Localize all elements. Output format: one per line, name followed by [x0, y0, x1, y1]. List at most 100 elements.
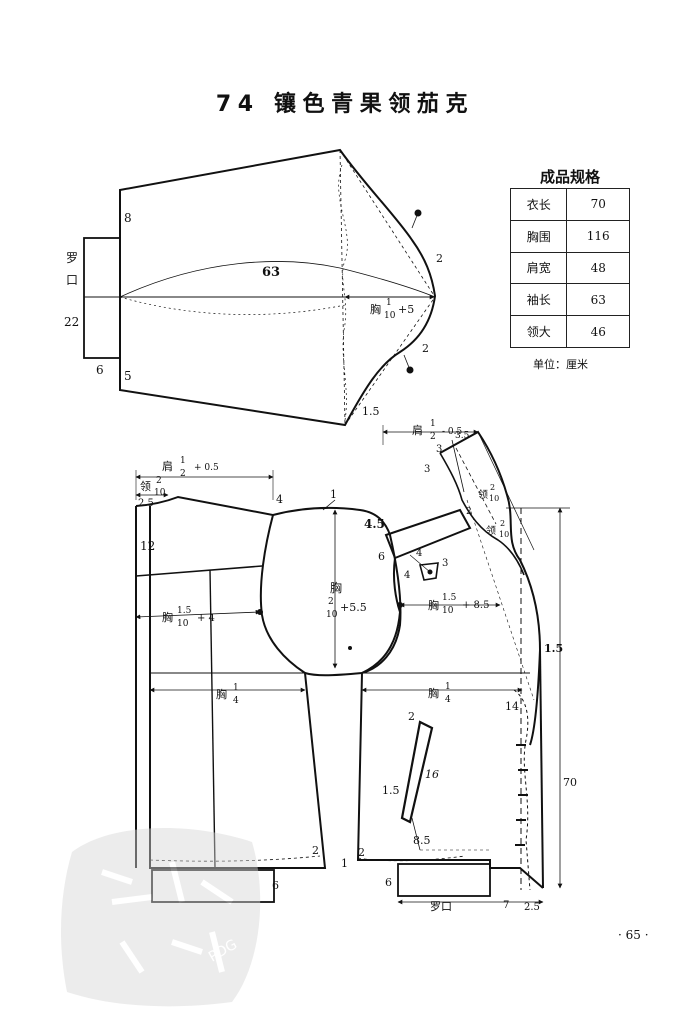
back-shoulder-drop: 4 — [276, 493, 283, 506]
front-quarter-prefix: 胸 — [428, 686, 439, 700]
front-quarter-den: 4 — [445, 695, 451, 705]
sleeve-pattern — [83, 148, 437, 427]
sleeve-cap-num: 1 — [386, 298, 392, 308]
spec-row: 衣长 70 — [509, 188, 630, 221]
spec-unit-note: 单位：厘米 — [533, 358, 588, 371]
spec-row: 袖长 63 — [509, 283, 630, 317]
back-shoulder-num: 1 — [180, 456, 186, 466]
front-neck-depth-num: 2 — [500, 519, 505, 528]
front-neck-width-den: 10 — [489, 494, 499, 503]
page-title: 74 镶色青果领茄克 — [215, 92, 475, 117]
front-neck-width-prefix: 领 — [478, 488, 488, 501]
pocket-length: 16 — [425, 768, 439, 781]
front-neck-width-num: 2 — [490, 483, 495, 492]
back-outline — [135, 495, 327, 869]
spec-row: 领大 46 — [509, 315, 630, 348]
front-lapel-mark: 14 — [505, 700, 519, 713]
back-chest-den: 10 — [177, 619, 189, 629]
front-bodice-pattern — [356, 425, 570, 905]
spec-value: 70 — [566, 188, 630, 221]
sleeve-cap-prefix: 胸 — [370, 302, 381, 316]
front-chest-den: 10 — [442, 606, 454, 616]
back-hem-band-height: 6 — [272, 879, 279, 892]
front-quarter-num: 1 — [445, 682, 451, 692]
armhole-chest-den: 10 — [326, 610, 338, 620]
front-armhole-offset: 6 — [378, 550, 385, 563]
front-collar-dim-1: 3 — [436, 444, 442, 455]
cuff-width: 6 — [96, 363, 104, 377]
spec-value: 46 — [566, 315, 630, 348]
armhole-chest-num: 2 — [328, 597, 334, 607]
front-collar-dim-4: 2 — [466, 507, 472, 517]
back-chest-prefix: 胸 — [162, 610, 173, 624]
back-quarter-den: 4 — [233, 696, 239, 706]
pocket-offset: 1.5 — [382, 784, 400, 797]
back-hem-band — [151, 869, 275, 903]
front-shoulder-num: 1 — [430, 419, 436, 429]
spec-label: 袖长 — [509, 283, 568, 317]
front-outline — [356, 557, 544, 889]
welt-pocket — [400, 720, 434, 824]
front-hem-band-label: 罗口 — [430, 900, 452, 913]
spec-label: 肩宽 — [509, 251, 568, 285]
back-marker-1: 1 — [330, 488, 337, 501]
spec-value: 116 — [566, 219, 630, 253]
spec-value: 48 — [566, 251, 630, 285]
sleeve-cap-den: 10 — [384, 311, 396, 321]
front-hem-band-front: 7 — [503, 900, 509, 911]
sleeve-cap-suffix: +5 — [398, 303, 414, 316]
back-neck-num: 2 — [156, 476, 162, 486]
cuff-label-1: 罗 — [66, 251, 78, 265]
front-dart-mark-3: 3 — [442, 558, 448, 569]
sleeve-ease-lower: 2 — [422, 342, 429, 355]
cuff-label-2: 口 — [66, 273, 78, 287]
front-dart-mark-1: 4 — [416, 548, 422, 559]
back-neck-depth: 2.5 — [138, 498, 154, 509]
sleeve-length-label: 63 — [262, 265, 280, 280]
spec-table: 衣长 70 胸围 116 肩宽 48 袖长 63 领大 46 — [509, 188, 630, 348]
front-chest-prefix: 胸 — [428, 598, 439, 612]
front-neck-depth-den: 10 — [499, 530, 509, 539]
watermark-seal: PDG — [60, 828, 261, 1007]
armhole-chest-prefix: 胸 — [330, 580, 342, 595]
sleeve-top-offset: 8 — [124, 211, 132, 225]
back-neck-den: 10 — [154, 488, 166, 498]
front-hem-band — [397, 863, 491, 897]
front-side-marker: 1 — [341, 857, 348, 870]
sleeve-hem-offset: 1.5 — [362, 405, 380, 418]
front-chest-num: 1.5 — [442, 593, 457, 603]
page-number-value: 65 — [625, 928, 641, 942]
front-shoulder-prefix: 肩 — [412, 423, 423, 437]
back-chest-num: 1.5 — [177, 606, 192, 616]
back-chest-suffix: + 4 — [197, 613, 215, 624]
front-length-total: 70 — [563, 776, 577, 789]
front-hem-band-overlap: 2.5 — [524, 902, 540, 913]
pocket-height: 8.5 — [413, 834, 431, 847]
back-armhole-depth: 12 — [140, 539, 155, 553]
front-collar — [439, 430, 542, 746]
page-number: · 65 · — [618, 928, 649, 942]
spec-table-caption: 成品规格 — [539, 168, 600, 186]
armhole-chest-suffix: +5.5 — [340, 601, 367, 614]
front-collar-dim-3: 3 — [424, 464, 430, 475]
front-dart-mark-2: 4 — [404, 570, 410, 581]
spec-row: 肩宽 48 — [509, 251, 630, 285]
front-yoke-depth: 4.5 — [364, 517, 385, 531]
back-neck-prefix: 领 — [140, 480, 151, 493]
front-hem-band-height: 6 — [385, 876, 392, 889]
sleeve-outline — [119, 148, 437, 427]
cuff-length: 22 — [64, 315, 79, 329]
front-chest-suffix: + 8.5 — [462, 600, 489, 611]
sleeve-ease-upper: 2 — [436, 252, 443, 265]
back-shoulder-prefix: 肩 — [162, 459, 173, 473]
front-shoulder-den: 2 — [430, 432, 436, 442]
sleeve-bottom-offset: 5 — [124, 369, 132, 383]
back-side-suppression: 2 — [312, 844, 319, 857]
front-neck-depth-prefix: 领 — [486, 524, 496, 537]
sleeve-cuff — [83, 237, 121, 359]
front-side-suppression: 2 — [358, 846, 365, 859]
front-shoulder-suffix: - 0.5 — [442, 427, 462, 437]
back-shoulder-den: 2 — [180, 469, 186, 479]
